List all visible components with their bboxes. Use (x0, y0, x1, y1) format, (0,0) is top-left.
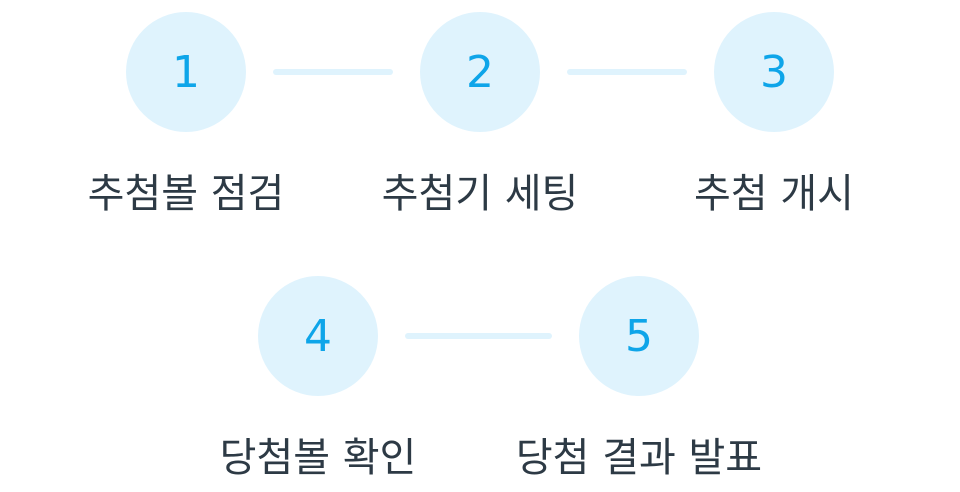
connector-4-5 (405, 333, 552, 339)
step-2-label: 추첨기 세팅 (381, 171, 579, 217)
step-5-label: 당첨 결과 발표 (515, 435, 763, 481)
step-4-circle: 4 (258, 276, 378, 396)
step-4-number: 4 (304, 310, 332, 362)
step-2-number: 2 (466, 46, 494, 98)
connector-2-3 (567, 69, 687, 75)
step-1-number: 1 (172, 46, 200, 98)
step-5-circle: 5 (579, 276, 699, 396)
connector-1-2 (273, 69, 393, 75)
step-3-circle: 3 (714, 12, 834, 132)
step-1-circle: 1 (126, 12, 246, 132)
step-3-label: 추첨 개시 (694, 171, 854, 217)
step-2-circle: 2 (420, 12, 540, 132)
step-4-label: 당첨볼 확인 (219, 435, 417, 481)
step-3-number: 3 (760, 46, 788, 98)
step-1-label: 추첨볼 점검 (87, 171, 285, 217)
step-5-number: 5 (625, 310, 653, 362)
